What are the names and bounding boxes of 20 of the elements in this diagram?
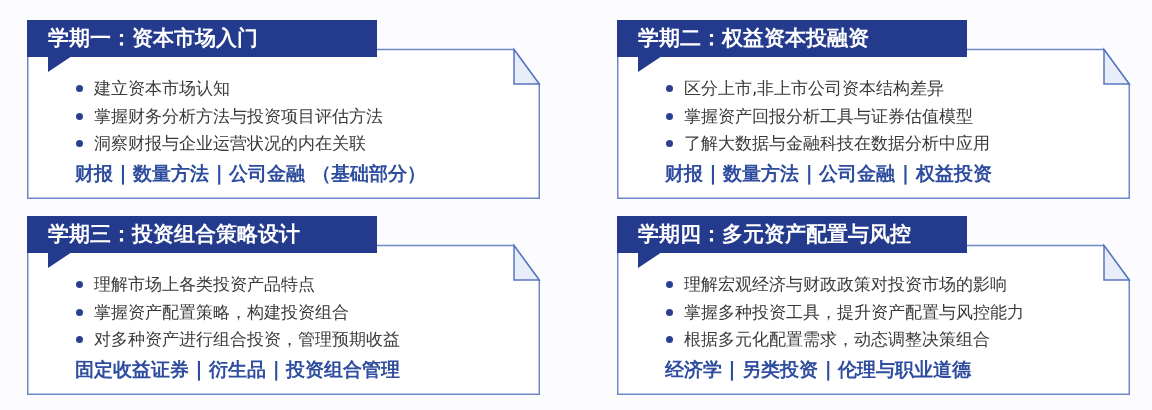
learning-objective: 对多种资产进行组合投资，管理预期收益: [94, 328, 400, 350]
learning-objective: 理解宏观经济与财政政策对投资市场的影响: [684, 273, 1007, 295]
learning-objective: 根据多元化配置需求，动态调整决策组合: [684, 328, 990, 350]
learning-objective: 建立资本市场认知: [94, 77, 230, 99]
learning-objective: 掌握财务分析方法与投资项目评估方法: [94, 105, 383, 127]
note-card: [617, 20, 1130, 199]
note-card: [617, 216, 1130, 395]
learning-objective: 理解市场上各类投资产品特点: [94, 273, 315, 295]
learning-objective: 掌握多种投资工具，提升资产配置与风控能力: [684, 301, 1024, 323]
learning-objective: 掌握资产配置策略，构建投资组合: [94, 301, 349, 323]
course-topics: 固定收益证券 | 衍生品 | 投资组合管理: [75, 357, 401, 382]
learning-objective: 洞察财报与企业运营状况的内在关联: [94, 132, 366, 154]
note-card: [27, 20, 540, 199]
learning-objective: 掌握资产回报分析工具与证券估值模型: [684, 105, 973, 127]
note-card: [27, 216, 540, 395]
course-topics: 经济学 | 另类投资 | 伦理与职业道德: [665, 357, 972, 382]
course-topics: 财报 | 数量方法 | 公司金融 | 权益投资: [665, 161, 992, 186]
learning-objective: 了解大数据与金融科技在数据分析中应用: [684, 132, 990, 154]
course-topics: 财报 | 数量方法 | 公司金融 （基础部分）: [75, 161, 426, 186]
learning-objective: 区分上市,非上市公司资本结构差异: [684, 77, 945, 99]
